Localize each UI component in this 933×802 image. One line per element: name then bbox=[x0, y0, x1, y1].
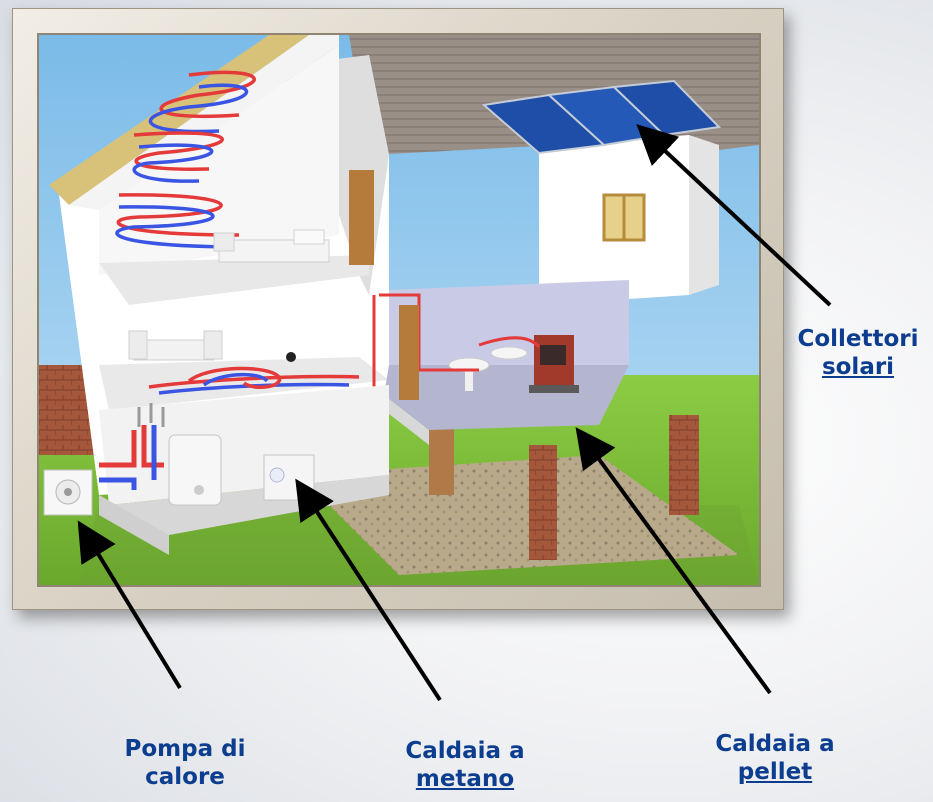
label-caldaia-pellet: Caldaia a pellet bbox=[685, 730, 865, 786]
storage-tank bbox=[168, 434, 222, 506]
house-illustration bbox=[37, 33, 761, 587]
picture-frame bbox=[12, 8, 784, 610]
house-cutaway-drawing bbox=[39, 35, 759, 585]
door-upper bbox=[349, 170, 374, 265]
label-collettori-solari: Collettori solari bbox=[788, 325, 928, 381]
bed bbox=[213, 229, 330, 263]
brick-pillar-right bbox=[669, 415, 699, 515]
attic-heating-coils bbox=[132, 70, 256, 183]
label-metano-line1: Caldaia a bbox=[405, 738, 525, 764]
distribution-pipes bbox=[99, 403, 165, 490]
label-pellet-line1: Caldaia a bbox=[715, 731, 835, 757]
label-pompa-line1: Pompa di bbox=[124, 736, 246, 762]
label-caldaia-metano: Caldaia a metano bbox=[375, 737, 555, 793]
label-pompa-line2: calore bbox=[145, 764, 225, 790]
label-collettori-line1: Collettori bbox=[797, 326, 919, 352]
door-lower bbox=[399, 305, 419, 400]
label-pompa-di-calore: Pompa di calore bbox=[95, 735, 275, 791]
floor-heating-spiral bbox=[148, 366, 360, 395]
upper-floor bbox=[99, 255, 369, 305]
solar-collectors bbox=[481, 79, 722, 155]
roof-left bbox=[49, 35, 309, 205]
sofa bbox=[128, 330, 223, 361]
brick-pillar-middle bbox=[529, 445, 557, 560]
link-metano[interactable]: metano bbox=[415, 766, 515, 792]
methane-boiler bbox=[263, 454, 315, 501]
link-pellet[interactable]: pellet bbox=[737, 759, 813, 785]
pellet-stove bbox=[529, 335, 579, 393]
heat-pump-unit bbox=[43, 469, 93, 516]
link-solari[interactable]: solari bbox=[821, 354, 895, 380]
